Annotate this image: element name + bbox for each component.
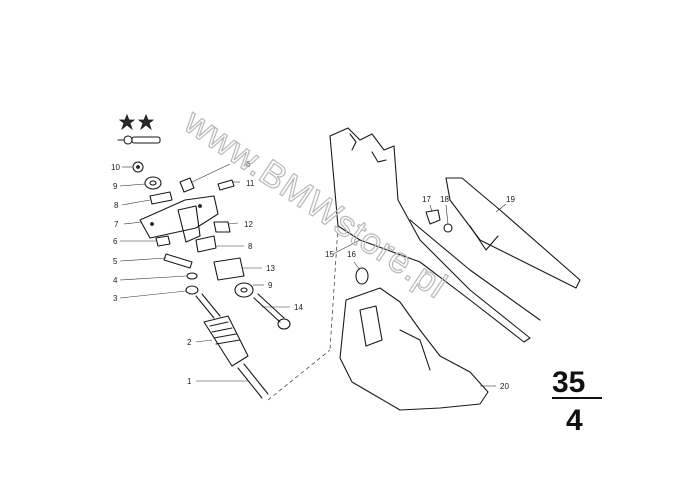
part-lever-shaft-1 — [195, 293, 269, 399]
callout-16: 16 — [347, 250, 356, 259]
part-cover-19 — [409, 177, 581, 321]
part-knob-10 — [132, 161, 144, 173]
part-plug-18 — [443, 223, 453, 233]
group-number-bottom: 4 — [566, 404, 583, 437]
callout-20: 20 — [500, 382, 509, 391]
part-bolt-11 — [217, 179, 235, 191]
part-washer-9-low — [234, 282, 254, 298]
callout-7: 7 — [114, 220, 119, 229]
callout-6-right: 6 — [246, 160, 251, 169]
group-number-top: 35 — [552, 366, 585, 399]
callout-11: 11 — [246, 179, 255, 188]
part-clip-17 — [425, 209, 441, 225]
leader-lines — [119, 163, 507, 387]
callout-8: 8 — [114, 201, 119, 210]
part-boot-2 — [209, 321, 241, 345]
part-pin-12 — [213, 221, 231, 233]
star-icon — [137, 113, 155, 131]
part-nut-3 — [185, 285, 199, 295]
part-washer-4 — [186, 272, 198, 280]
key-symbol-icon — [117, 135, 161, 145]
callout-8-right: 8 — [248, 242, 253, 251]
callout-4: 4 — [113, 276, 118, 285]
callout-17: 17 — [422, 195, 431, 204]
callout-12: 12 — [244, 220, 253, 229]
star-icon — [118, 113, 136, 131]
callout-6: 6 — [113, 237, 118, 246]
callout-14: 14 — [294, 303, 303, 312]
callout-3: 3 — [113, 294, 118, 303]
part-bolt-14 — [253, 293, 291, 330]
callout-13: 13 — [266, 264, 275, 273]
part-pin-5 — [163, 253, 193, 269]
relation-line — [267, 349, 331, 401]
callout-19: 19 — [506, 195, 515, 204]
part-washer-9-top — [144, 176, 162, 190]
part-bushing-8-top — [149, 191, 173, 205]
callout-2: 2 — [187, 338, 192, 347]
part-grommet-16 — [355, 267, 369, 285]
watermark-text: www.BMWstore.pl — [177, 100, 455, 306]
callout-9: 9 — [113, 182, 118, 191]
callout-1: 1 — [187, 377, 192, 386]
part-bracket-7 — [139, 195, 219, 243]
part-bushing-8-mid — [195, 235, 217, 253]
part-panel-15 — [329, 127, 531, 343]
callout-18: 18 — [440, 195, 449, 204]
callout-9-right: 9 — [268, 281, 273, 290]
callout-5: 5 — [113, 257, 118, 266]
callout-15: 15 — [325, 250, 334, 259]
part-clip-6-left — [155, 235, 171, 247]
relation-line — [329, 225, 339, 351]
part-lower-panel-20 — [339, 287, 489, 411]
part-clip-6-top — [179, 177, 195, 193]
callout-10: 10 — [111, 163, 120, 172]
part-sleeve-13 — [213, 257, 245, 281]
